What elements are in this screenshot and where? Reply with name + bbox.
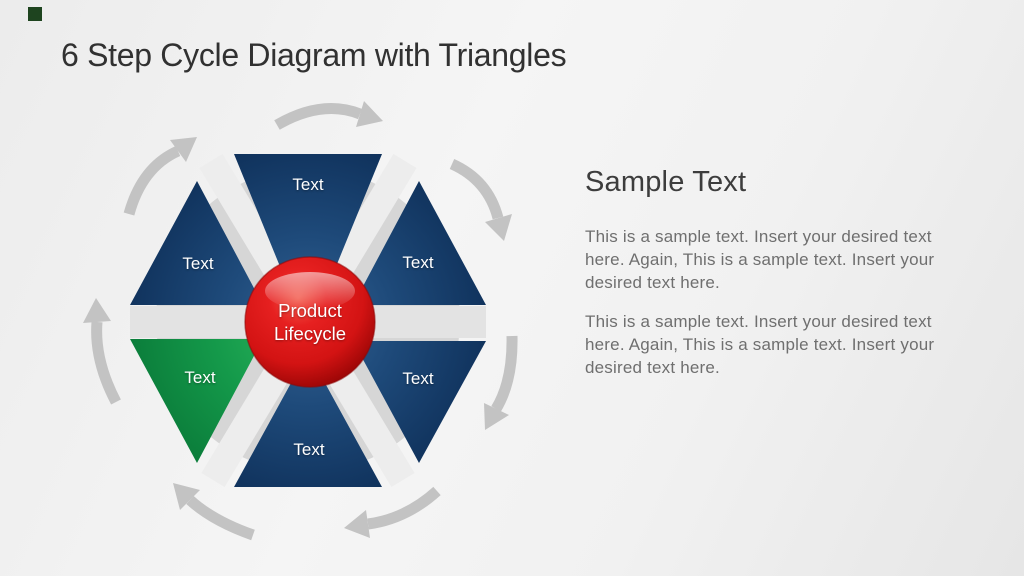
cycle-arrow-left-icon [91, 321, 121, 405]
step-triangles [130, 154, 486, 487]
step-label-bottom[interactable]: Text [293, 440, 324, 459]
cycle-arrow-right-icon [491, 335, 518, 412]
arrowhead-icon [356, 101, 383, 127]
sphere-gloss-highlight [265, 272, 355, 310]
triangle-upper-right[interactable] [353, 181, 486, 305]
center-sphere[interactable] [244, 256, 376, 388]
triangle-lower-right[interactable] [353, 341, 486, 463]
step-label-lower-right[interactable]: Text [402, 369, 433, 388]
step-label-upper-left[interactable]: Text [182, 254, 213, 273]
slide-title: 6 Step Cycle Diagram with Triangles [61, 37, 567, 73]
step-label-upper-right[interactable]: Text [402, 253, 433, 272]
triangle-upper-left[interactable] [130, 181, 263, 305]
triangle-bottom[interactable] [234, 352, 382, 487]
sphere-label-line2[interactable]: Lifecycle [274, 323, 346, 344]
arrowhead-icon [173, 483, 200, 510]
triangle-top[interactable] [234, 154, 382, 335]
panel-paragraph-2: This is a sample text. Insert your desir… [585, 312, 935, 377]
cycle-arrow-bottom-left-icon [186, 495, 255, 541]
panel-paragraph-1: This is a sample text. Insert your desir… [585, 227, 935, 292]
arrowhead-icon [485, 214, 512, 241]
cycle-arrow-bottom-right-icon [367, 486, 441, 530]
cycle-arrows [83, 101, 518, 541]
triangle-lower-left[interactable] [130, 339, 263, 463]
sphere-label-line1[interactable]: Product [278, 300, 342, 321]
step-label-lower-left[interactable]: Text [184, 368, 215, 387]
diagram-labels: Text Text Text Text Text Text Product Li… [182, 175, 433, 459]
arrowhead-icon [484, 403, 509, 430]
corner-accent-square [28, 7, 42, 21]
cycle-arrow-upper-right-icon [449, 158, 504, 220]
step-label-top[interactable]: Text [292, 175, 323, 194]
cycle-arrow-top-icon [274, 103, 363, 130]
arrowhead-icon [170, 137, 197, 162]
panel-heading: Sample Text [585, 166, 747, 198]
arrowhead-icon [344, 510, 370, 538]
cycle-arrow-upper-left-icon [123, 145, 181, 216]
arrowhead-icon [83, 298, 111, 323]
